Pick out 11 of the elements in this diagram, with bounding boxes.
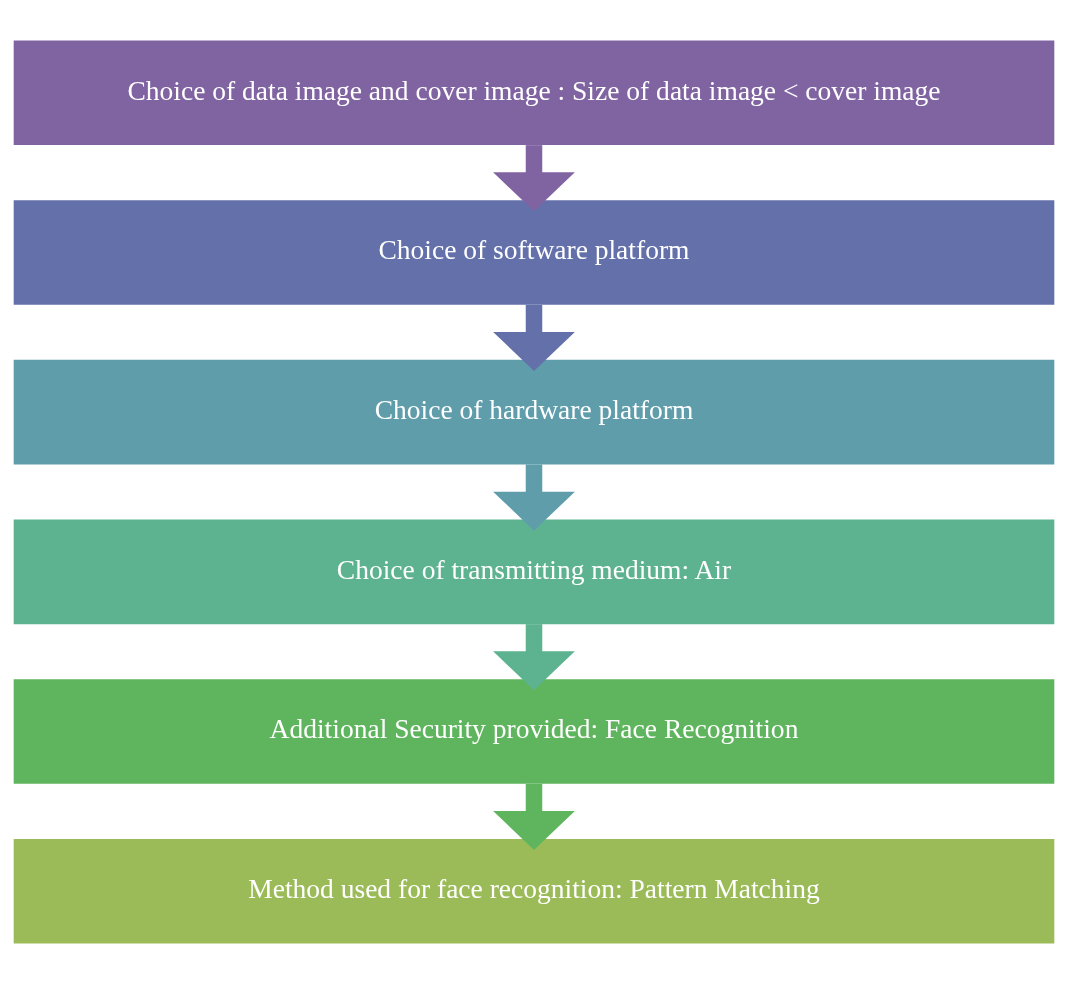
arrow xyxy=(493,783,575,850)
arrow xyxy=(493,144,575,211)
node-box: Choice of hardware platform xyxy=(13,359,1055,464)
arrow xyxy=(493,464,575,531)
arrow xyxy=(493,304,575,371)
node-box: Additional Security provided: Face Recognition xyxy=(13,678,1055,784)
arrow xyxy=(493,623,575,690)
node-box: Choice of data image and cover image : Size of data image < cover image xyxy=(13,40,1055,145)
node-box: Choice of transmitting medium: Air xyxy=(13,519,1055,624)
node-box: Choice of software platform xyxy=(13,199,1055,305)
node-box: Method used for face recognition: Pattern Matching xyxy=(13,838,1055,943)
